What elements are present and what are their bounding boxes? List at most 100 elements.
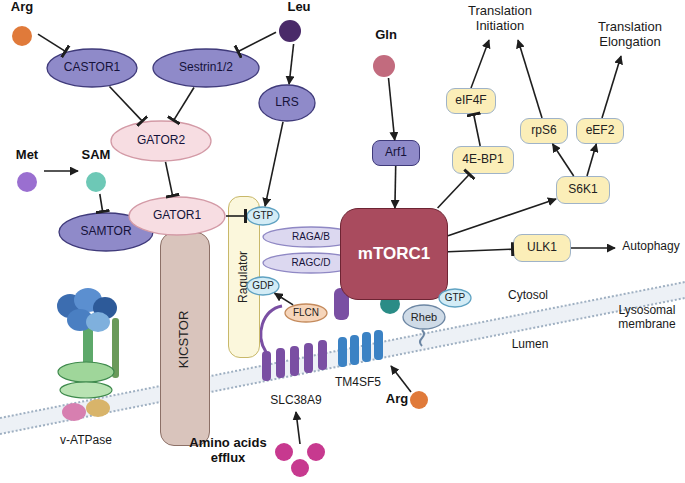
complex-box: mTORC1 — [340, 208, 448, 300]
inhibition-connector — [166, 162, 173, 196]
node-label: SAMTOR — [80, 225, 131, 239]
node-label: RAGA/B — [292, 231, 330, 243]
activation-connector — [265, 122, 283, 206]
node-label: LRS — [275, 96, 298, 110]
slc38a9-tail — [261, 306, 282, 352]
slc38a9-helix — [318, 340, 327, 370]
activation-connector — [289, 44, 294, 84]
plain-label: SLC38A9 — [262, 394, 330, 408]
ellipse-outline — [47, 49, 137, 87]
scaffold-band: KICSTOR — [160, 232, 210, 446]
node-label: GTP — [445, 292, 466, 304]
membrane-line — [0, 282, 685, 418]
plain-label: Autophagy — [618, 240, 684, 254]
slc38a9-helix — [304, 343, 313, 373]
node-label: Amino acids efflux — [186, 436, 270, 466]
node-label: S6K1 — [568, 183, 597, 197]
slc38a9-helix — [262, 351, 271, 381]
plain-label: Cytosol — [496, 289, 560, 303]
effector-box: eIF4F — [446, 88, 496, 114]
node-label: mTORC1 — [358, 244, 430, 264]
node-label: Rheb — [411, 311, 437, 324]
node-label: CASTOR1 — [64, 61, 120, 75]
node-label: Arf1 — [385, 146, 407, 160]
effector-box: rpS6 — [520, 118, 568, 144]
ellipse-outline — [247, 207, 279, 225]
inhibition-connector — [474, 114, 481, 146]
tm4sf5-helix — [362, 332, 371, 362]
molecule-circle — [279, 20, 301, 42]
inhibition-connector — [110, 87, 143, 122]
nucleotide-ellipse: GDP — [246, 276, 280, 296]
ellipse-outline — [111, 121, 211, 161]
node-label: RAGC/D — [292, 257, 331, 269]
vatpase-subunit — [62, 403, 86, 421]
sensor-ellipse: CASTOR1 — [46, 48, 138, 88]
molecule-circle — [86, 172, 106, 192]
amino-acid: Leu — [276, 0, 316, 44]
complex-ellipse: GATOR2 — [110, 120, 212, 162]
node-label: eIF4F — [455, 94, 486, 108]
node-label: GATOR2 — [137, 134, 185, 148]
node-label: Ragulator — [237, 251, 251, 303]
metabolite: SAM — [78, 148, 114, 194]
effector-box: 4E-BP1 — [452, 146, 514, 174]
sensor-ellipse: LRS — [258, 84, 316, 122]
tm4sf5-helix — [374, 330, 383, 360]
tm4sf5-helix — [350, 335, 359, 365]
membrane-band — [0, 282, 685, 434]
node-label: KICSTOR — [178, 310, 193, 368]
slc38a9-helix — [290, 346, 299, 376]
ellipse-outline — [285, 304, 327, 322]
effector-box: S6K1 — [556, 176, 610, 204]
nucleotide-ellipse: GTP — [246, 206, 280, 226]
effector-box: eEF2 — [576, 118, 624, 144]
effector-box: ULK1 — [513, 234, 571, 262]
node-label: 4E-BP1 — [462, 153, 503, 167]
sensor-ellipse: Sestrin1/2 — [152, 48, 260, 88]
slc38a9-helix — [276, 348, 285, 378]
activation-connector — [389, 78, 395, 140]
node-label: Arg — [6, 0, 38, 15]
node-label: ULK1 — [527, 241, 557, 255]
vatpase-ring — [60, 382, 112, 398]
node-label: GDP — [252, 280, 274, 292]
vatpase-subunit — [86, 312, 110, 332]
inhibition-connector — [448, 249, 513, 252]
leader-arrow — [471, 40, 489, 88]
inhibition-connector — [238, 32, 276, 52]
leader-arrow — [602, 56, 621, 118]
vatpase-ring — [58, 362, 114, 382]
leader-arrow — [296, 412, 300, 444]
node-label: Arg — [384, 392, 410, 407]
node-label: Sestrin1/2 — [179, 61, 233, 75]
plain-label: Lumen — [498, 338, 562, 352]
activation-connector — [275, 293, 294, 305]
ellipse-outline — [403, 305, 445, 329]
leader-arrow — [571, 247, 615, 249]
molecule-circle — [17, 172, 37, 192]
molecule-circle — [410, 391, 428, 409]
node-label: SAM — [78, 148, 114, 163]
node-label: Met — [10, 148, 44, 163]
plain-label: Translation Initiation — [448, 4, 552, 34]
amino-acid: Gln — [368, 28, 404, 78]
activation-connector — [394, 166, 396, 208]
molecule-circle — [373, 55, 395, 77]
plain-label: Translation Elongation — [578, 20, 682, 50]
node-label: eEF2 — [586, 124, 615, 138]
node-label: GATOR1 — [153, 209, 201, 223]
plain-label: TM4SF5 — [326, 376, 390, 390]
amino-acid: Met — [10, 148, 44, 194]
protein-box: Arf1 — [372, 140, 420, 166]
plain-label: Lysosomal membrane — [610, 304, 684, 332]
inhibition-connector — [100, 194, 103, 212]
tm4sf5-helix — [338, 337, 347, 367]
inhibition-connector — [38, 34, 66, 52]
molecule-circle — [291, 459, 309, 477]
inhibition-connector — [438, 174, 470, 208]
leader-arrow — [391, 366, 411, 392]
vatpase-subunit — [86, 399, 110, 417]
complex-ellipse: GATOR1 — [128, 196, 226, 236]
